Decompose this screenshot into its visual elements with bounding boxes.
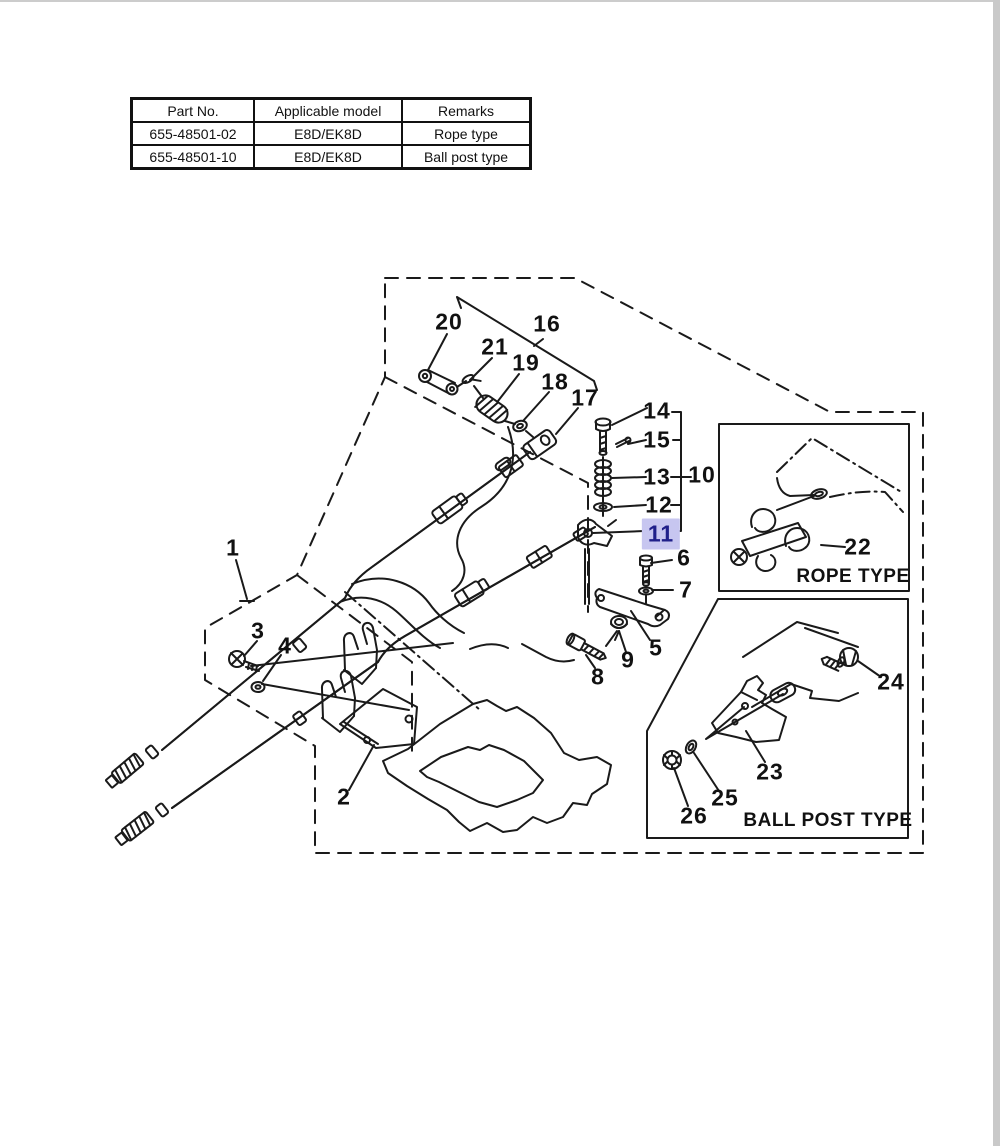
- cell-model: E8D/EK8D: [253, 144, 403, 170]
- base-plate-outline: [382, 699, 612, 833]
- callout-8: 8: [591, 663, 605, 690]
- cable-connector-17: [522, 429, 558, 461]
- callout-3: 3: [251, 617, 265, 644]
- cell-part-no: 655-48501-10: [130, 144, 255, 170]
- callout-22: 22: [844, 533, 872, 560]
- callout-16: 16: [533, 310, 561, 337]
- callout-5: 5: [649, 634, 663, 661]
- callout-26: 26: [680, 802, 708, 829]
- header-part-no: Part No.: [130, 97, 255, 123]
- callout-18: 18: [541, 368, 569, 395]
- callout-11: 11: [641, 518, 681, 550]
- starter-lever-stack: [577, 417, 632, 605]
- throttle-link-parts: [418, 369, 558, 472]
- control-cable-lower: [114, 526, 596, 846]
- callout-4: 4: [278, 632, 292, 659]
- rope-type-caption: ROPE TYPE: [796, 566, 910, 587]
- cell-remarks: Rope type: [401, 121, 532, 146]
- cell-part-no: 655-48501-02: [130, 121, 255, 146]
- callout-25: 25: [711, 784, 739, 811]
- callout-14: 14: [643, 397, 671, 424]
- header-model: Applicable model: [253, 97, 403, 123]
- callout-19: 19: [512, 349, 540, 376]
- callout-12: 12: [645, 491, 673, 518]
- callout-15: 15: [643, 426, 671, 453]
- leader-lines: [235, 333, 882, 807]
- callout-21: 21: [481, 333, 509, 360]
- lever-11: [577, 518, 613, 547]
- bolt-24: [820, 647, 859, 672]
- callout-17: 17: [571, 384, 599, 411]
- callout-6: 6: [677, 544, 691, 571]
- bolt-8: [565, 632, 607, 661]
- spring-19: [474, 394, 509, 424]
- shift-arm-parts: [565, 554, 670, 661]
- callout-13: 13: [643, 463, 671, 490]
- callout-2: 2: [337, 783, 351, 810]
- rope-clamp-22: [730, 508, 811, 572]
- page-right-scroll-edge: [993, 0, 1000, 1146]
- nut-26: [662, 750, 682, 770]
- cable-bracket-2: [320, 622, 418, 749]
- callout-23: 23: [756, 758, 784, 785]
- callout-9: 9: [621, 646, 635, 673]
- parts-table: Part No. Applicable model Remarks 655-48…: [130, 97, 532, 170]
- table-row: 655-48501-10 E8D/EK8D Ball post type: [130, 144, 532, 170]
- group-brackets: [456, 296, 692, 532]
- rope-type-inset: [718, 423, 910, 592]
- callout-1: 1: [226, 534, 240, 561]
- cell-model: E8D/EK8D: [253, 121, 403, 146]
- table-header-row: Part No. Applicable model Remarks: [130, 97, 532, 123]
- callout-24: 24: [877, 668, 905, 695]
- control-cable-upper: [105, 451, 531, 789]
- cell-remarks: Ball post type: [401, 144, 532, 170]
- callout-10: 10: [688, 461, 716, 488]
- ball-post-type-caption: BALL POST TYPE: [743, 810, 913, 831]
- ball-post-type-inset: [646, 598, 909, 839]
- page-top-border: [0, 0, 993, 2]
- callout-20: 20: [435, 308, 463, 335]
- table-row: 655-48501-02 E8D/EK8D Rope type: [130, 121, 532, 146]
- callout-7: 7: [679, 576, 693, 603]
- arm-5: [594, 588, 670, 628]
- ball-post-bracket-23: [705, 675, 787, 743]
